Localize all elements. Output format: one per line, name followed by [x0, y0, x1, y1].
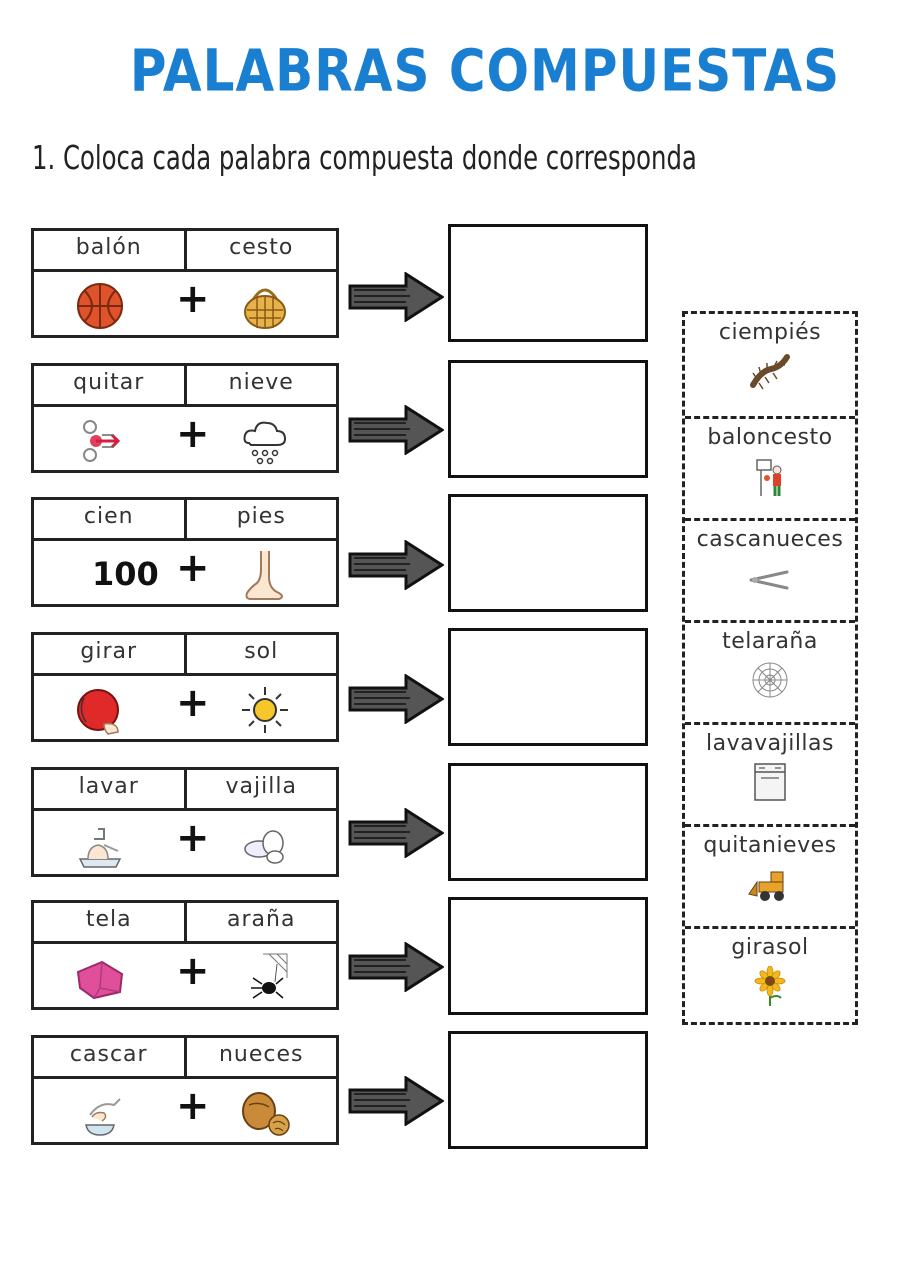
washing-icon	[78, 828, 122, 868]
basket-icon	[244, 288, 286, 329]
bank-word: cascanueces	[696, 527, 844, 552]
bank-item-ciempies[interactable]: ciempiés	[685, 314, 855, 416]
bank-word: telaraña	[722, 629, 818, 654]
word-pair-card: tela araña +	[31, 900, 339, 1010]
word-pair-card: quitar nieve +	[31, 363, 339, 473]
answer-box[interactable]	[448, 360, 648, 478]
sun-icon	[242, 687, 288, 733]
bank-item-girasol[interactable]: girasol	[685, 926, 855, 1028]
bank-word: girasol	[731, 935, 809, 960]
basketball-player-icon	[756, 459, 782, 496]
first-word: tela	[85, 907, 132, 932]
word-pair-card: balón cesto +	[31, 228, 339, 338]
number-100: 100	[92, 555, 159, 593]
word-pair-card: lavar vajilla +	[31, 767, 339, 877]
bank-word: quitanieves	[703, 833, 837, 858]
arrow-icon	[348, 942, 444, 992]
crack-egg-icon	[85, 1098, 121, 1136]
walnut-icon	[242, 1092, 290, 1136]
sunflower-icon	[754, 966, 786, 1006]
spider-icon	[251, 953, 288, 999]
bank-item-quitanieves[interactable]: quitanieves	[685, 824, 855, 926]
remove-icon	[83, 420, 121, 462]
arrow-icon	[348, 405, 444, 455]
answer-box[interactable]	[448, 763, 648, 881]
plus-sign: +	[176, 948, 210, 994]
second-word: pies	[183, 500, 337, 538]
bank-word: baloncesto	[707, 425, 833, 450]
bank-item-baloncesto[interactable]: baloncesto	[685, 416, 855, 518]
second-word: vajilla	[183, 770, 337, 808]
plus-sign: +	[176, 545, 210, 591]
first-word: cien	[83, 504, 134, 529]
basketball-icon	[77, 283, 123, 329]
bank-word: ciempiés	[718, 320, 822, 345]
nutcracker-icon	[749, 570, 789, 590]
instruction-text: 1. Coloca cada palabra compuesta donde c…	[32, 138, 697, 177]
plus-sign: +	[176, 276, 210, 322]
first-word: cascar	[69, 1042, 148, 1067]
snowplow-icon	[748, 871, 784, 901]
first-word: girar	[80, 639, 138, 664]
centipede-icon	[750, 354, 790, 390]
dishwasher-icon	[754, 763, 786, 801]
word-pair-card: girar sol +	[31, 632, 339, 742]
first-word: quitar	[73, 370, 145, 395]
spin-ball-icon	[77, 689, 119, 735]
arrow-icon	[348, 272, 444, 322]
plus-sign: +	[176, 815, 210, 861]
cloth-icon	[76, 960, 124, 1000]
spiderweb-icon	[752, 662, 788, 698]
foot-icon	[245, 551, 283, 600]
first-word: lavar	[78, 774, 139, 799]
answer-box[interactable]	[448, 897, 648, 1015]
snow-cloud-icon	[243, 421, 287, 465]
answer-box[interactable]	[448, 224, 648, 342]
bank-item-lavavajillas[interactable]: lavavajillas	[685, 722, 855, 824]
arrow-icon	[348, 1076, 444, 1126]
second-word: nueces	[183, 1038, 337, 1076]
arrow-icon	[348, 808, 444, 858]
second-word: sol	[183, 635, 337, 673]
dishes-icon	[244, 830, 284, 864]
word-bank: ciempiés baloncesto cascanueces telaraña	[682, 311, 858, 1025]
word-pair-card: cascar nueces +	[31, 1035, 339, 1145]
answer-box[interactable]	[448, 628, 648, 746]
second-word: araña	[183, 903, 337, 941]
answer-box[interactable]	[448, 494, 648, 612]
bank-word: lavavajillas	[706, 731, 834, 756]
bank-item-telarana[interactable]: telaraña	[685, 620, 855, 722]
first-word: balón	[75, 235, 142, 260]
bank-item-cascanueces[interactable]: cascanueces	[685, 518, 855, 620]
worksheet-title: PALABRAS COMPUESTAS	[129, 37, 841, 105]
second-word: nieve	[183, 366, 337, 404]
plus-sign: +	[176, 411, 210, 457]
second-word: cesto	[183, 231, 337, 269]
plus-sign: +	[176, 1083, 210, 1129]
word-pair-card: cien pies 100 +	[31, 497, 339, 607]
plus-sign: +	[176, 680, 210, 726]
arrow-icon	[348, 540, 444, 590]
arrow-icon	[348, 674, 444, 724]
answer-box[interactable]	[448, 1031, 648, 1149]
